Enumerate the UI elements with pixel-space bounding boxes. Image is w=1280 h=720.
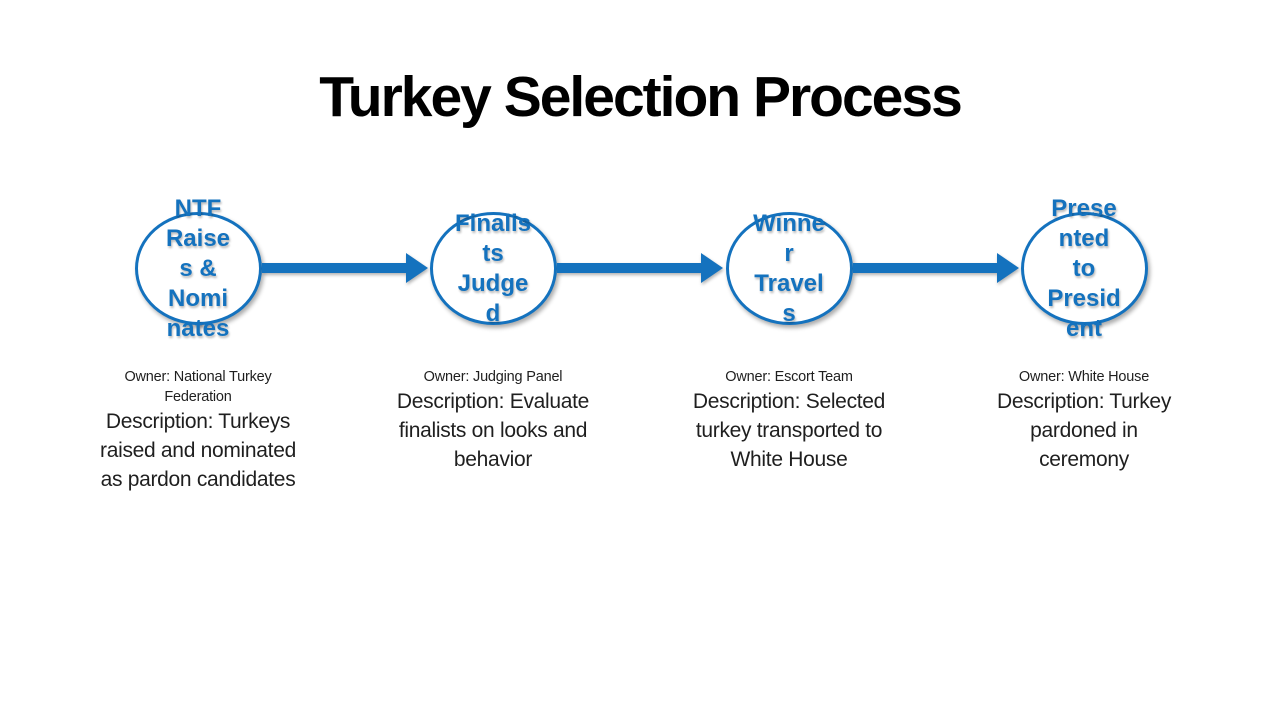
process-step-3-label: Winne r Travel s bbox=[753, 210, 825, 327]
step-3-caption: Owner: Escort Team Description: Selected… bbox=[661, 367, 917, 474]
arrow-shaft bbox=[853, 263, 998, 273]
step-4-caption: Owner: White House Description: Turkey p… bbox=[956, 367, 1212, 474]
arrow-head-icon bbox=[406, 253, 428, 283]
step-4-description-text: Description: Turkey pardoned in ceremony bbox=[996, 390, 1172, 471]
step-1-owner-text: Owner: National Turkey Federation bbox=[124, 369, 272, 405]
step-2-description-text: Description: Evaluate finalists on looks… bbox=[396, 390, 590, 471]
arrow-shaft bbox=[557, 263, 702, 273]
step-1-description-text: Description: Turkeys raised and nominate… bbox=[100, 410, 296, 491]
step-4-owner-text: Owner: White House bbox=[1018, 369, 1150, 385]
connector-arrow-2 bbox=[557, 253, 723, 283]
slide-title: Turkey Selection Process bbox=[319, 65, 963, 129]
connector-arrow-1 bbox=[262, 253, 428, 283]
process-step-3-circle bbox=[725, 212, 853, 325]
connector-arrow-3 bbox=[853, 253, 1019, 283]
step-3-owner-text: Owner: Escort Team bbox=[725, 369, 853, 385]
process-step-1-label: NTF Raise s & Nomi nates bbox=[165, 195, 231, 342]
step-2-caption: Owner: Judging Panel Description: Evalua… bbox=[365, 367, 621, 474]
process-step-4-circle bbox=[1020, 212, 1148, 325]
step-2-owner-text: Owner: Judging Panel bbox=[423, 369, 563, 385]
process-step-2-circle bbox=[429, 212, 557, 325]
arrow-head-icon bbox=[997, 253, 1019, 283]
step-3-description-text: Description: Selected turkey transported… bbox=[692, 390, 886, 471]
process-step-2-label: Finalis ts Judge d bbox=[454, 210, 532, 327]
arrow-shaft bbox=[262, 263, 407, 273]
process-step-1-circle bbox=[134, 212, 262, 325]
arrow-head-icon bbox=[701, 253, 723, 283]
step-1-caption: Owner: National Turkey Federation Descri… bbox=[70, 367, 326, 494]
process-step-4-label: Prese nted to Presid ent bbox=[1047, 195, 1121, 342]
